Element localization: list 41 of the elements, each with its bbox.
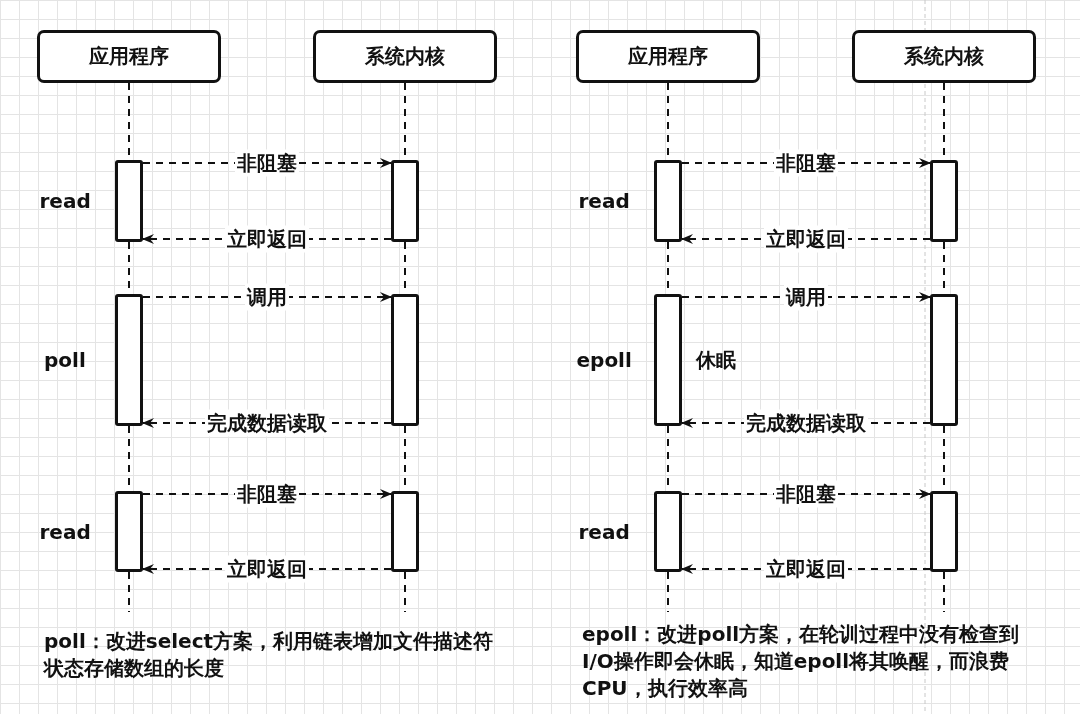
call-label: read xyxy=(578,519,630,544)
call-label: read xyxy=(39,519,91,544)
activation-box xyxy=(930,160,958,242)
note-text: epoll：改进poll方案，在轮训过程中没有检查到I/O操作即会休眠，知道epoll将其唤醒，而浪费CPU，执行效率高 xyxy=(582,621,1021,702)
activation-box xyxy=(115,160,143,242)
edge-label: 非阻塞 xyxy=(235,149,299,177)
call-label: read xyxy=(39,189,91,213)
activation-box xyxy=(391,294,419,426)
call-label: read xyxy=(578,189,630,213)
edge-label: 完成数据读取 xyxy=(744,409,868,437)
call-label: epoll xyxy=(576,348,632,372)
lifeline xyxy=(667,571,669,613)
call-label: poll xyxy=(44,348,86,372)
activation-box xyxy=(930,491,958,572)
edge-label: 立即返回 xyxy=(764,225,848,253)
activation-box xyxy=(654,294,682,426)
edge-label: 调用 xyxy=(784,283,828,311)
header-box: 系统内核 xyxy=(852,30,1036,83)
activation-box xyxy=(391,160,419,242)
edge-label: 立即返回 xyxy=(225,225,309,253)
edge-label: 非阻塞 xyxy=(235,480,299,508)
edge-label: 非阻塞 xyxy=(774,149,838,177)
activation-box xyxy=(391,491,419,572)
lifeline xyxy=(128,571,130,613)
header-box: 应用程序 xyxy=(576,30,760,83)
activation-box xyxy=(654,160,682,242)
activation-box xyxy=(115,491,143,572)
activation-box xyxy=(930,294,958,426)
state-label: 休眠 xyxy=(696,346,736,374)
edge-label: 调用 xyxy=(245,283,289,311)
edge-label: 立即返回 xyxy=(764,555,848,583)
note-text: poll：改进select方案，利用链表增加文件描述符状态存储数组的长度 xyxy=(44,628,495,682)
lifeline xyxy=(404,571,406,613)
edge-label: 非阻塞 xyxy=(774,480,838,508)
activation-box xyxy=(654,491,682,572)
activation-box xyxy=(115,294,143,426)
edge-label: 立即返回 xyxy=(225,555,309,583)
edge-label: 完成数据读取 xyxy=(205,409,329,437)
header-box: 应用程序 xyxy=(37,30,221,83)
lifeline xyxy=(943,571,945,613)
header-box: 系统内核 xyxy=(313,30,497,83)
